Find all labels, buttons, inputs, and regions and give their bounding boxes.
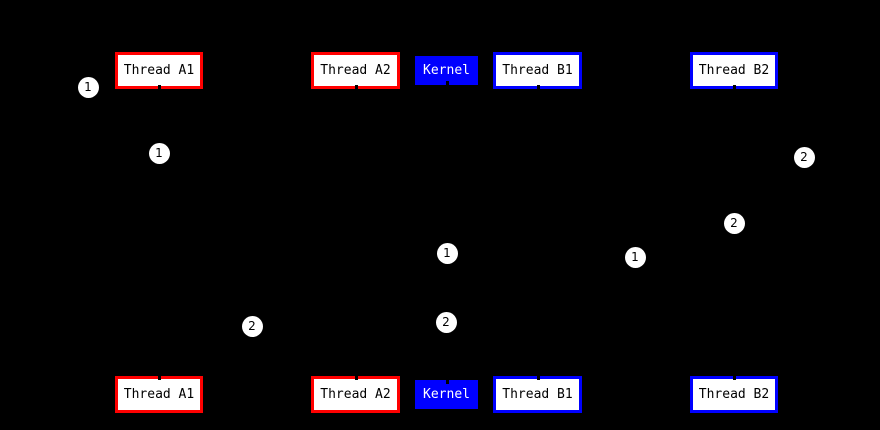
sequence-badge-1: 1	[436, 242, 458, 264]
lifeline-thread-b1	[537, 89, 538, 376]
sequence-badge-1: 1	[148, 142, 170, 164]
participant-thread-b2-top[interactable]: Thread B2	[690, 52, 778, 89]
participant-thread-b1-bottom[interactable]: Thread B1	[493, 376, 582, 413]
lifeline-stub-thread-b1	[536, 376, 540, 380]
participant-label: Thread A2	[320, 63, 391, 78]
participant-label: Thread B1	[502, 63, 573, 78]
sequence-badge-2: 2	[241, 315, 263, 337]
sequence-badge-1: 1	[624, 246, 646, 268]
lifeline-thread-a1	[159, 89, 160, 376]
participant-label: Kernel	[423, 387, 470, 402]
lifeline-stub-thread-a1	[158, 85, 161, 89]
sequence-badge-2: 2	[723, 212, 745, 234]
lifeline-stub-thread-b2	[733, 376, 736, 380]
participant-label: Kernel	[423, 63, 470, 78]
lifeline-stub-thread-b1	[536, 85, 540, 89]
lifeline-stub-thread-b2	[733, 85, 736, 89]
participant-thread-a1-top[interactable]: Thread A1	[115, 52, 203, 89]
sequence-badge-1: 1	[77, 76, 99, 98]
lifeline-kernel	[446, 85, 447, 380]
participant-thread-a2-bottom[interactable]: Thread A2	[311, 376, 400, 413]
msg-7	[354, 322, 447, 327]
lifeline-stub-thread-a2	[354, 85, 358, 89]
participant-kernel-top[interactable]: Kernel	[415, 56, 478, 85]
participant-label: Thread B1	[502, 387, 573, 402]
participant-label: Thread A1	[123, 63, 195, 78]
participant-label: Thread A1	[123, 387, 195, 402]
participant-thread-b2-bottom[interactable]: Thread B2	[690, 376, 778, 413]
participant-label: Thread B2	[698, 387, 770, 402]
sequence-badge-2: 2	[793, 146, 815, 168]
lifeline-stub-kernel	[445, 81, 449, 85]
participant-thread-a1-bottom[interactable]: Thread A1	[115, 376, 203, 413]
lifeline-stub-thread-a1	[158, 376, 161, 380]
msg-5	[445, 253, 538, 258]
participant-label: Thread A2	[320, 387, 391, 402]
participant-label: Thread B2	[698, 63, 770, 78]
lifeline-stub-thread-a2	[354, 376, 358, 380]
participant-kernel-bottom[interactable]: Kernel	[415, 380, 478, 409]
participant-thread-a2-top[interactable]: Thread A2	[311, 52, 400, 89]
sequence-badge-2: 2	[435, 311, 457, 333]
participant-thread-b1-top[interactable]: Thread B1	[493, 52, 582, 89]
lifeline-thread-a2	[355, 89, 356, 376]
lifeline-stub-kernel	[445, 380, 449, 384]
